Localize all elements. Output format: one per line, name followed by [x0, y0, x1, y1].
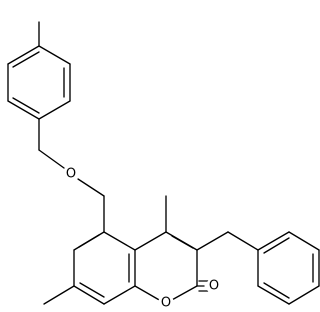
ring-oxygen-background — [158, 295, 174, 311]
phenyl-bond-1 — [257, 231, 290, 251]
tolyl-ring-bond-4 — [38, 100, 71, 120]
ch2-to-oxygen-bond — [38, 149, 65, 169]
pyranone-double-bond — [171, 235, 194, 249]
benzyloxy-linker — [38, 118, 105, 197]
chromene-core — [73, 195, 209, 305]
phenyl-bond-4 — [288, 285, 320, 305]
benzo-bond-4 — [73, 285, 105, 305]
pyranone-bond-1 — [134, 231, 167, 251]
benzo-bond-5 — [103, 285, 136, 305]
benzyl-group — [196, 231, 320, 305]
carbonyl-oxygen-background — [206, 278, 222, 294]
c7-methyl-bond — [43, 285, 75, 305]
ether-oxygen-label: O — [66, 167, 76, 182]
tolyl-double-bond-1 — [12, 51, 40, 68]
oxygen-to-chromene-bond — [77, 178, 105, 197]
pyranone-bond-5 — [134, 285, 162, 302]
phenyl-bond-2 — [288, 231, 320, 251]
carbonyl-oxygen-label: O — [209, 279, 219, 294]
tolyl-ring-bond-3 — [7, 100, 40, 120]
tolyl-ring — [7, 21, 71, 120]
ring-oxygen-label: O — [161, 296, 171, 311]
methyl-groups — [43, 195, 167, 305]
tolyl-ring-bond-6 — [38, 45, 71, 65]
benzo-bond-7 — [103, 231, 136, 251]
benzyl-ch2-bond — [196, 231, 229, 251]
tolyl-double-bond-2 — [12, 97, 40, 114]
phenyl-double-bond-3 — [263, 282, 290, 299]
benzo-double-bond-2 — [79, 282, 105, 298]
ether-oxygen-background — [63, 166, 79, 182]
phenyl-bond-5 — [257, 285, 290, 305]
tolyl-ring-bond-1 — [7, 45, 40, 65]
pyranone-bond-4 — [169, 285, 198, 302]
benzyl-to-ring-bond — [227, 231, 259, 251]
benzo-double-bond-1 — [78, 234, 100, 248]
atom-labels: O O O — [63, 166, 222, 311]
phenyl-double-bond-1 — [263, 237, 290, 254]
